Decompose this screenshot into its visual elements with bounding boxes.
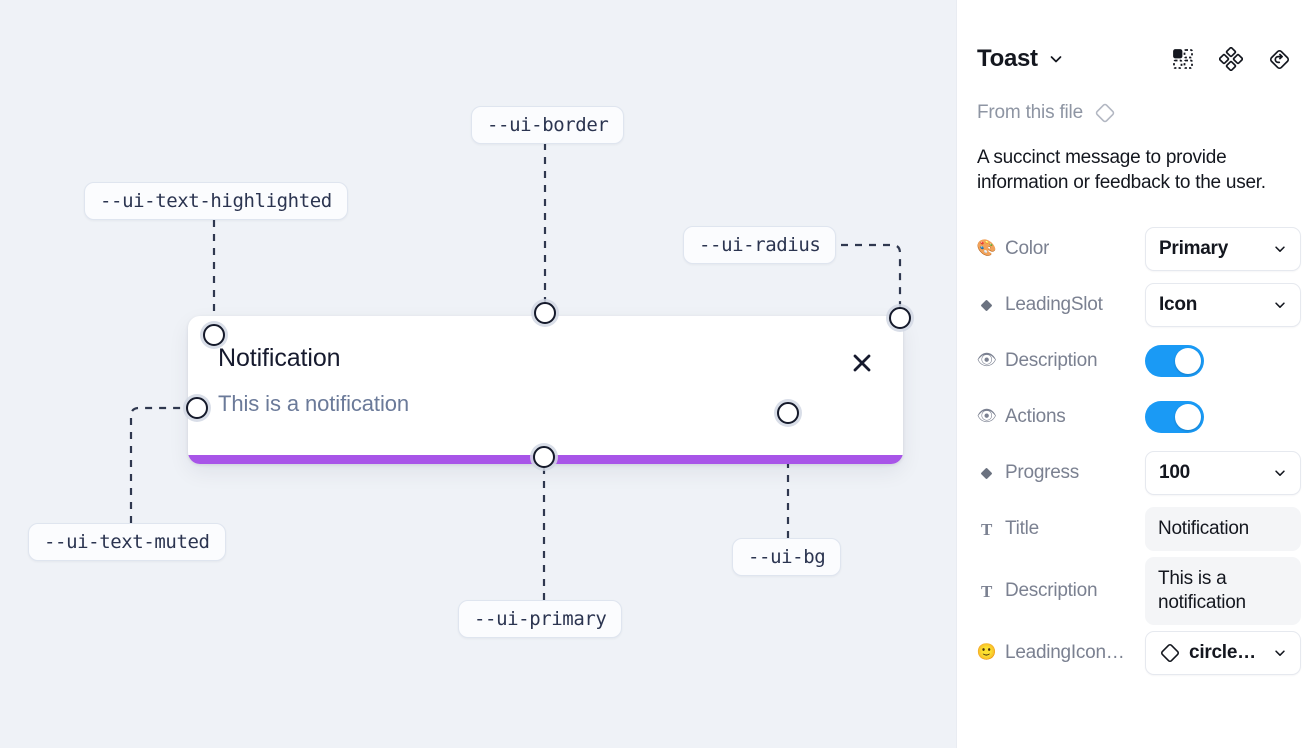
diamond-component-icon	[1094, 102, 1116, 124]
property-row-actions-visibility: 👁 Actions	[976, 389, 1292, 445]
close-x-icon[interactable]	[849, 350, 875, 376]
progress-select[interactable]: 100	[1145, 451, 1301, 495]
toast-description: This is a notification	[218, 391, 409, 416]
property-label-progress: Progress	[977, 462, 1145, 484]
smiley-emoji-icon: 🙂	[976, 644, 997, 661]
property-label-leadingslot: LeadingSlot	[977, 294, 1145, 316]
annotation-handle-ui-border[interactable]	[534, 302, 556, 324]
title-input[interactable]: Notification	[1145, 507, 1301, 551]
chevron-down-icon[interactable]	[1048, 51, 1064, 67]
variants-diamond-cluster-icon[interactable]	[1218, 46, 1244, 72]
chevron-down-icon	[1267, 242, 1287, 256]
panel-header: Toast	[977, 30, 1292, 88]
actions-toggle[interactable]	[1145, 401, 1204, 433]
property-row-progress: Progress 100	[977, 445, 1301, 501]
palette-emoji-icon: 🎨	[976, 240, 997, 257]
property-control-description-text: This is a notification	[1145, 557, 1301, 625]
annotation-pill-ui-text-highlighted[interactable]: --ui-text-highlighted	[84, 182, 348, 220]
text-t-icon: T	[980, 519, 993, 539]
property-row-leadingicon: 🙂 LeadingIcon… circle…	[976, 625, 1301, 681]
annotation-handle-ui-primary[interactable]	[533, 446, 555, 468]
property-label-description-text: T Description	[977, 580, 1145, 602]
property-label-leadingicon: 🙂 LeadingIcon…	[976, 642, 1125, 663]
property-control-leadingslot: Icon	[1145, 283, 1301, 327]
annotation-handle-ui-bg[interactable]	[777, 402, 799, 424]
annotation-handle-ui-radius[interactable]	[889, 307, 911, 329]
property-row-description-text: T Description This is a notification	[977, 557, 1301, 625]
property-control-leadingicon: circle…	[1145, 631, 1301, 675]
property-label-color: 🎨 Color	[976, 238, 1050, 259]
description-toggle[interactable]	[1145, 345, 1204, 377]
component-grid-icon[interactable]	[1170, 46, 1196, 72]
toggle-knob	[1175, 348, 1201, 374]
property-label-description-visibility: 👁 Description	[976, 350, 1098, 371]
description-input[interactable]: This is a notification	[1145, 557, 1301, 625]
eye-emoji-icon: 👁	[976, 352, 997, 369]
property-control-color: Primary	[1145, 227, 1301, 271]
design-canvas[interactable]: Notification This is a notification --ui…	[0, 0, 956, 748]
toggle-knob	[1175, 404, 1201, 430]
property-list: 🎨 Color Primary	[976, 221, 1301, 681]
reset-diamond-icon[interactable]	[1266, 46, 1292, 72]
annotation-handle-ui-text-muted[interactable]	[186, 397, 208, 419]
chevron-down-icon	[1267, 646, 1287, 660]
annotation-pill-ui-border[interactable]: --ui-border	[471, 106, 625, 144]
property-control-description-visibility	[1145, 345, 1292, 377]
from-this-file-label: From this file	[977, 102, 1083, 123]
color-select[interactable]: Primary	[1145, 227, 1301, 271]
chevron-down-icon	[1267, 466, 1287, 480]
property-control-title: Notification	[1145, 507, 1301, 551]
property-label-actions-visibility: 👁 Actions	[976, 406, 1066, 427]
property-row-leadingslot: LeadingSlot Icon	[977, 277, 1301, 333]
annotation-handle-ui-text-highlighted[interactable]	[203, 324, 225, 346]
text-t-icon: T	[980, 581, 993, 601]
toast-preview-card[interactable]: Notification This is a notification	[188, 316, 903, 464]
leadingslot-select[interactable]: Icon	[1145, 283, 1301, 327]
leadingicon-select[interactable]: circle…	[1145, 631, 1301, 675]
annotation-pill-ui-primary[interactable]: --ui-primary	[458, 600, 623, 638]
annotation-pill-ui-radius[interactable]: --ui-radius	[683, 226, 837, 264]
annotation-pill-ui-bg[interactable]: --ui-bg	[732, 538, 842, 576]
property-row-color: 🎨 Color Primary	[976, 221, 1301, 277]
property-label-title: T Title	[977, 518, 1145, 540]
toast-title: Notification	[218, 344, 341, 372]
property-control-progress: 100	[1145, 451, 1301, 495]
panel-header-icons	[1170, 46, 1292, 72]
diamond-component-icon	[1159, 642, 1181, 664]
annotation-pill-ui-text-muted[interactable]: --ui-text-muted	[28, 523, 226, 561]
component-description: A succinct message to provide informatio…	[977, 147, 1266, 193]
property-row-title: T Title Notification	[977, 501, 1301, 557]
chevron-down-icon	[1267, 298, 1287, 312]
property-control-actions-visibility	[1145, 401, 1292, 433]
property-row-description-visibility: 👁 Description	[976, 333, 1292, 389]
diamond-icon	[977, 296, 996, 315]
properties-panel: Toast	[956, 0, 1312, 748]
from-this-file-row[interactable]: From this file	[977, 102, 1292, 124]
page-title: Toast	[977, 45, 1038, 72]
diamond-icon	[977, 464, 996, 483]
eye-emoji-icon: 👁	[976, 408, 997, 425]
